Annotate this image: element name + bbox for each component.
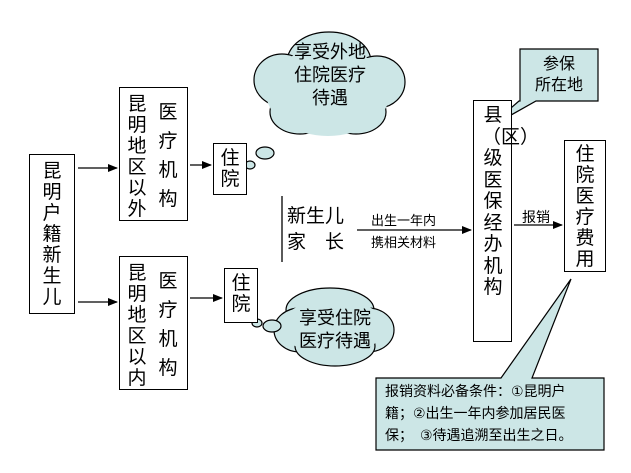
conditions-callout-shape — [375, 278, 605, 451]
submit-note: 出生一年内 携相关材料 — [371, 214, 437, 251]
outside-institution-box: 昆明地区以外 医疗机构 — [119, 87, 188, 221]
guardian-label: 新生儿 家 长 — [287, 205, 345, 253]
outside-region-label: 昆明地区以外 — [127, 93, 147, 220]
newborn-box: 昆明户籍新生儿 — [29, 154, 75, 314]
inside-region-label: 昆明地区以内 — [127, 262, 147, 389]
hospital-bottom-label: 住院 — [231, 272, 251, 315]
cloud-top — [244, 31, 406, 170]
conditions-text: 报销资料必备条件：①昆明户 籍；②出生一年内参加居民医 保； ③待遇追溯至出生之… — [385, 384, 573, 444]
hospital-fee-label: 住院医疗费用 — [575, 143, 595, 270]
cloud-bottom-text: 享受住院 医疗待遇 — [299, 308, 371, 352]
insured-location-label: 参保 所在地 — [534, 54, 583, 94]
newborn-label: 昆明户籍新生儿 — [42, 160, 62, 308]
county-office-label: 县（区）级医保经办机构 — [482, 104, 540, 298]
insured-location-callout-shape — [487, 48, 599, 129]
reimburse-label: 报销 — [522, 210, 550, 226]
county-office-box: 县（区）级医保经办机构 — [473, 100, 540, 342]
hospital-box-top: 住院 — [213, 143, 247, 195]
hospital-box-bottom: 住院 — [224, 268, 258, 323]
inside-institution-box: 昆明地区以内 医疗机构 — [119, 256, 188, 390]
inside-institution-label: 医疗机构 — [158, 270, 178, 379]
cloud-top-text: 享受外地 住院医疗 待遇 — [294, 42, 366, 109]
hospital-fee-box: 住院医疗费用 — [564, 140, 606, 272]
hospital-top-label: 住院 — [220, 147, 240, 190]
cloud-bottom — [251, 287, 395, 367]
outside-institution-label: 医疗机构 — [158, 101, 178, 210]
